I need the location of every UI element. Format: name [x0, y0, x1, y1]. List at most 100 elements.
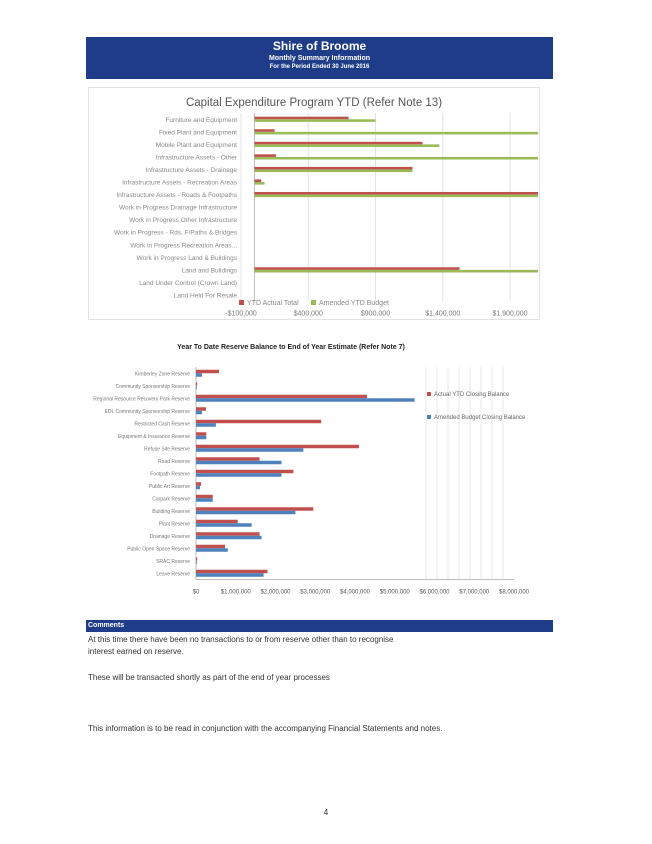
capex-legend-label: Amended YTD Budget: [319, 300, 389, 307]
capex-bar: [254, 269, 538, 273]
reserve-legend-label: Amended Budget Closing Balance: [434, 415, 526, 421]
reserve-bar: [196, 460, 282, 465]
capex-bar: [254, 169, 413, 173]
reserve-bar: [196, 494, 213, 499]
capex-bar: [254, 141, 423, 145]
capex-category-label: Furniture and Equipment: [165, 117, 237, 124]
capex-bar: [254, 194, 538, 198]
reserve-category-label: EDL Community Sponsorship Reserve: [105, 409, 191, 415]
reserve-bar: [196, 369, 220, 374]
reserve-category-label: Road Reserve: [158, 459, 190, 465]
capex-bar: [254, 182, 265, 185]
reserve-chart: $0 $1,000,000 $2,000,000 $3,000,000 $4,000,0…: [93, 367, 530, 596]
capex-category-label: Mobile Plant and Equipment: [156, 142, 237, 149]
reserve-bar: [196, 382, 198, 386]
reserve-tick-label: $4,000,000: [340, 590, 371, 596]
capex-category-label: Work in Progress Recreation Areas...: [130, 242, 237, 249]
report-subtitle: Monthly Summary Information: [268, 55, 371, 62]
capex-category-label: Infrastructure Assets - Other: [156, 154, 238, 161]
reserve-bar: [196, 394, 367, 399]
capex-chart-box: Capital Expenditure Program YTD (Refer N…: [88, 87, 540, 320]
capex-tick-label: $1,400,000: [425, 310, 460, 317]
capex-chart-title: Capital Expenditure Program YTD (Refer N…: [185, 97, 443, 109]
reserve-bar: [196, 560, 197, 565]
reserve-category-label: Building Reserve: [152, 509, 190, 515]
reserve-bar: [196, 485, 200, 490]
reserve-bar: [196, 473, 282, 477]
capex-bar: [254, 191, 538, 195]
capex-category-label: Land and Buildings: [182, 267, 238, 274]
reserve-category-label: Drainage Reserve: [150, 534, 191, 540]
reserve-bar: [196, 407, 206, 411]
reserve-category-label: Refuse Site Reserve: [144, 446, 190, 452]
reserve-bar: [196, 535, 262, 540]
reserve-tick-label: $8,000,000: [499, 590, 530, 596]
capex-tick-label: $1,900,000: [492, 310, 527, 317]
capex-category-label: Land Under Control (Crown Land): [139, 280, 237, 287]
reserve-category-label: Leave Reserve: [156, 571, 190, 577]
capex-bar: [254, 144, 440, 147]
capex-category-label: Work in Progress Drainage Infrastructure: [119, 205, 237, 212]
comment-line-2: interest earned on reserve.: [88, 647, 184, 656]
reserve-tick-label: $6,000,000: [419, 590, 450, 596]
capex-bar: [254, 154, 276, 157]
reserve-bar: [196, 482, 202, 486]
reserve-category-label: Regional Resource Recovery Park Reserve: [93, 396, 190, 402]
reserve-tick-label: $2,000,000: [260, 590, 291, 596]
reserve-bar: [196, 373, 202, 377]
capex-category-label: Infrastructure Assets - Recreation Areas: [122, 180, 238, 187]
capex-category-label: Infrastructure Assets - Drainage: [146, 167, 238, 174]
reserve-bar: [196, 444, 359, 449]
report-period: For the Period Ended 30 June 2016: [269, 64, 370, 70]
reserve-category-label: Carpark Reserve: [152, 496, 190, 502]
report-header: Shire of Broome Monthly Summary Informat…: [86, 37, 553, 79]
reserve-tick-label: $1,000,000: [221, 590, 252, 596]
capex-tick-label: -$100,000: [225, 310, 257, 317]
capex-category-label: Work in Progress Other Infrastructure: [129, 217, 237, 224]
capex-bar: [254, 119, 376, 122]
capex-category-label: Work in Progress - Rds, F/Paths & Bridge…: [114, 230, 238, 237]
report-title: Shire of Broome: [272, 39, 367, 53]
reserve-bar: [196, 398, 415, 402]
capex-tick-label: $400,000: [294, 310, 323, 317]
reserve-category-label: Plant Reserve: [159, 521, 191, 527]
reserve-category-label: Community Sponsorship Reserve: [116, 384, 191, 390]
comment-line-3: These will be transacted shortly as part…: [88, 673, 330, 682]
capex-bar: [254, 166, 413, 170]
capex-legend-swatch: [311, 300, 316, 305]
capex-tick-label: $900,000: [361, 310, 390, 317]
reserve-bar: [196, 548, 228, 552]
reserve-category-label: Restricted Cash Reserve: [134, 421, 190, 427]
capex-legend-swatch: [239, 300, 244, 305]
reserve-bar: [196, 435, 207, 440]
reserve-bar: [196, 507, 314, 511]
reserve-bar: [196, 432, 207, 436]
capex-bar: [254, 129, 275, 132]
capex-bar: [254, 116, 349, 120]
reserve-bar: [196, 544, 226, 549]
reserve-bar: [196, 498, 213, 502]
reserve-tick-label: $0: [193, 590, 200, 596]
capex-bar: [254, 179, 262, 183]
reserve-bar: [196, 510, 296, 515]
reserve-bar: [196, 419, 322, 424]
reserve-bar: [196, 573, 264, 577]
reserve-bar: [196, 423, 216, 427]
reserve-tick-label: $3,000,000: [300, 590, 331, 596]
capex-bar: [254, 156, 538, 160]
capex-category-label: Work in Progress Land & Buildings: [137, 255, 238, 262]
reserve-category-label: SRAC Reserve: [156, 559, 190, 565]
reserve-legend-swatch: [427, 415, 431, 419]
reserve-category-label: Footpath Reserve: [150, 471, 190, 477]
reserve-tick-label: $7,000,000: [459, 590, 490, 596]
comment-line-4: This information is to be read in conjun…: [88, 724, 443, 733]
reserve-category-label: Public Open Space Reserve: [127, 546, 190, 552]
comments-heading: Comments: [86, 620, 553, 632]
reserve-bar: [196, 448, 304, 452]
reserve-category-label: Equipment & Insurance Reserve: [118, 434, 190, 440]
reserve-bar: [196, 457, 260, 461]
page-number: 4: [323, 808, 329, 817]
capex-category-label: Fixed Plant and Equipment: [159, 129, 237, 136]
reserve-bar: [196, 557, 198, 561]
reserve-category-label: Kimberley Zone Reserve: [135, 371, 190, 377]
